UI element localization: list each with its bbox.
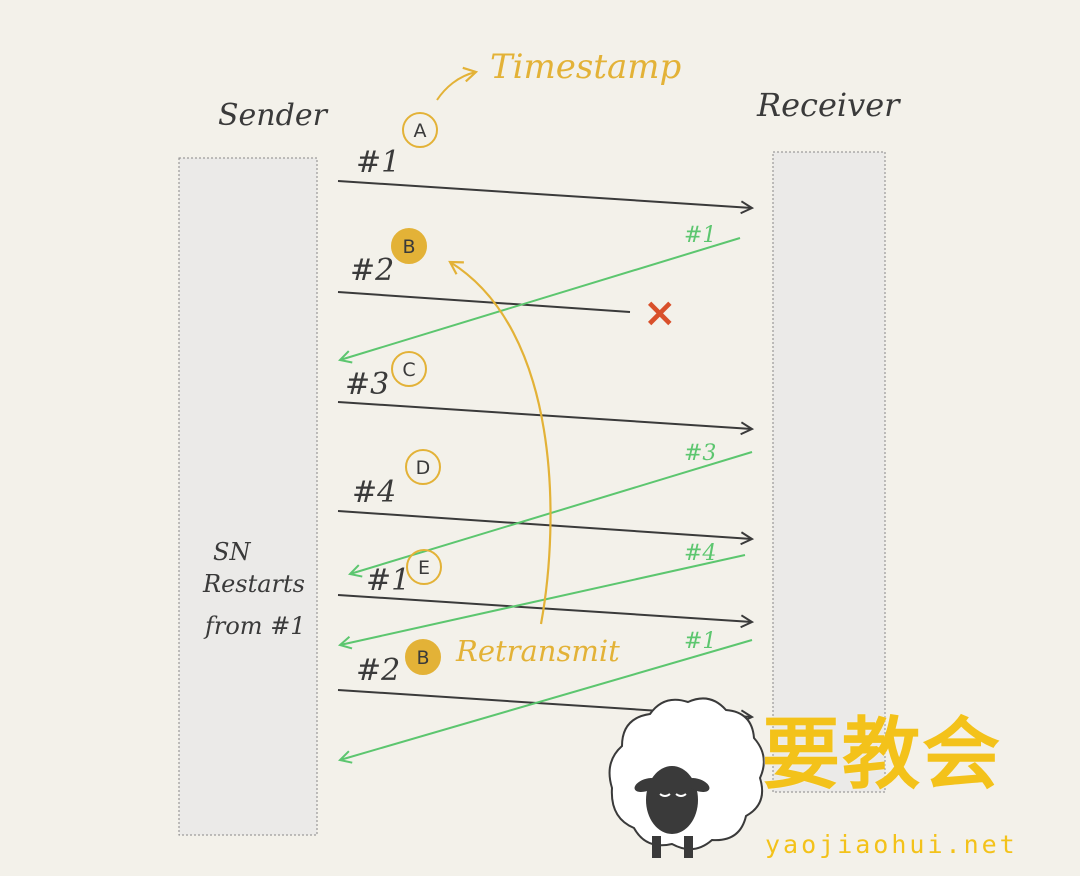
timestamp-badge-b-retransmit: B [405,639,441,675]
ack-label: #1 [684,223,716,248]
packet-sn-label: #3 [345,367,389,402]
packet-arrow-3 [337,401,752,429]
ack-arrow-3 [340,554,746,645]
ack-label: #3 [684,441,716,466]
receiver-lane [772,151,886,793]
lost-mark-icon: × [643,290,677,336]
ack-label: #1 [684,629,716,654]
timestamp-badge-c: C [391,351,427,387]
watermark-brand: 要教会 [762,710,1003,800]
watermark-url: yaojiaohui.net [765,830,1018,859]
packet-arrow-2-lost [337,291,631,313]
packet-sn-label: #1 [356,145,400,180]
packet-arrow-1 [337,180,752,208]
receiver-title: Receiver [756,86,901,124]
retransmit-arrow [448,260,552,625]
timestamp-letter: B [416,647,429,669]
timestamp-badge-b: B [391,228,427,264]
timestamp-letter: A [414,120,427,142]
ack-arrow-1 [340,237,741,360]
packet-sn-label: #2 [356,653,400,688]
timestamp-letter: E [418,557,430,579]
timestamp-label: Timestamp [490,47,681,87]
timestamp-pointer-arrow [436,66,479,101]
packet-sn-label: #1 [366,563,410,598]
restart-note-line: Restarts [202,570,305,598]
sender-lane [178,157,318,836]
retransmit-label: Retransmit [455,634,620,668]
timestamp-badge-a: A [402,112,438,148]
packet-sn-label: #4 [352,475,396,510]
timestamp-badge-d: D [405,449,441,485]
packet-sn-label: #2 [350,253,394,288]
restart-note-line: SN [213,538,251,566]
ack-label: #4 [684,541,716,566]
packet-arrow-4 [337,510,752,539]
ack-arrow-4 [340,639,753,760]
sheep-logo-icon [608,697,765,858]
packet-arrow-5 [337,594,752,622]
timestamp-letter: C [402,359,415,381]
timestamp-letter: B [402,236,415,258]
restart-note-line: from #1 [203,612,306,640]
sender-title: Sender [218,98,329,133]
timestamp-letter: D [416,457,431,479]
timestamp-badge-e: E [406,549,442,585]
